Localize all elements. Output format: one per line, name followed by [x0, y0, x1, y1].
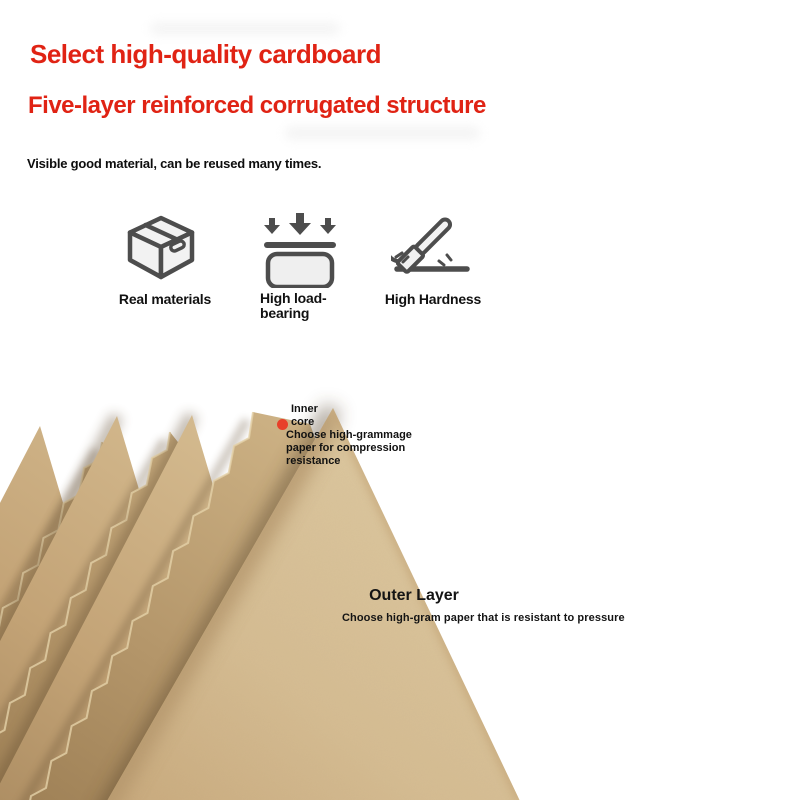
outer-layer-label: Outer Layer [369, 587, 459, 604]
inner-core-label-line2: core [291, 416, 315, 428]
page-title: Select high-quality cardboard [30, 39, 382, 69]
inner-core-marker-dot [277, 419, 288, 430]
page-tagline: Visible good material, can be reused man… [27, 156, 322, 171]
feature-label-real-materials: Real materials [118, 291, 212, 307]
background-smudge [150, 22, 340, 35]
inner-core-label-line1: Inner [291, 403, 318, 415]
background-smudge [285, 126, 480, 140]
inner-core-description: Choose high-grammage paper for compressi… [286, 429, 412, 467]
feature-label-high-hardness: High Hardness [384, 291, 482, 307]
load-bearing-icon [264, 213, 336, 288]
inner-core-label: Inner core [291, 403, 318, 429]
feature-real-materials [122, 213, 200, 287]
cardboard-layers-image [0, 380, 800, 800]
feature-label-load-bearing: High load-bearing [260, 290, 327, 321]
page-subtitle: Five-layer reinforced corrugated structu… [28, 92, 486, 119]
hammer-icon [391, 217, 470, 274]
outer-layer-description: Choose high-gram paper that is resistant… [342, 612, 625, 624]
feature-high-hardness [391, 212, 473, 274]
box-icon [127, 215, 195, 280]
feature-load-bearing [262, 213, 338, 288]
